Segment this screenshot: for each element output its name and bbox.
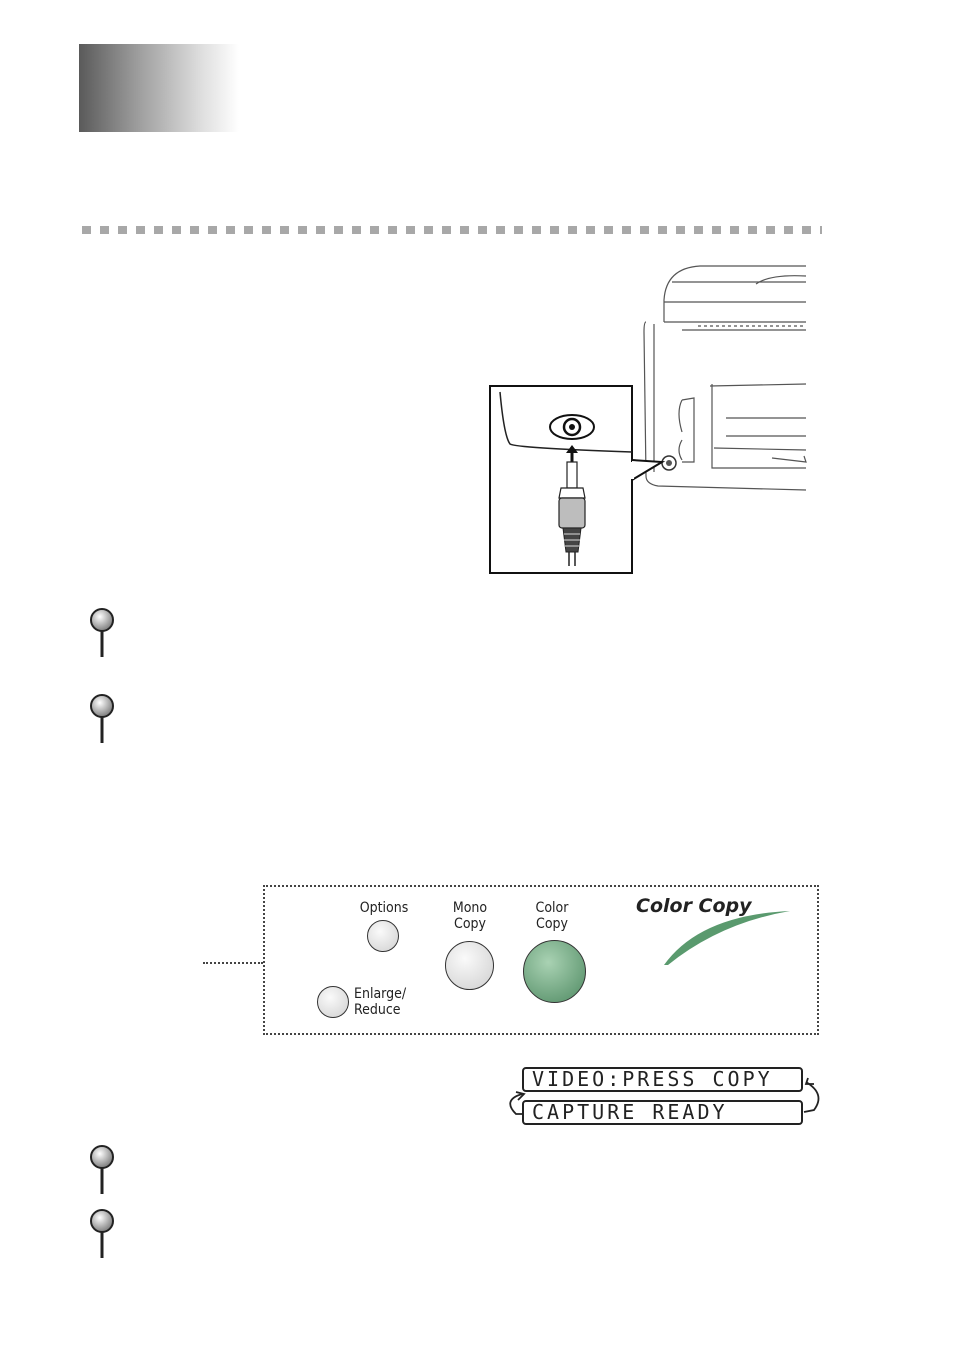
enlarge-reduce-button[interactable] <box>317 986 349 1018</box>
lcd-line-2: CAPTURE READY <box>522 1100 803 1125</box>
color-copy-logo-text: Color Copy <box>636 895 752 917</box>
color-copy-logo-swoosh <box>664 911 790 965</box>
options-button[interactable] <box>367 920 399 952</box>
mono-copy-button[interactable] <box>445 941 494 990</box>
chapter-tab <box>79 44 239 132</box>
note-icon <box>90 608 114 657</box>
note-icon <box>90 694 114 743</box>
rca-plug <box>566 461 578 489</box>
lcd-cycle-arrows <box>509 1077 820 1115</box>
machine-body <box>643 321 807 491</box>
control-panel-diagram <box>263 885 819 1035</box>
mono-copy-label: Mono Copy <box>452 900 488 932</box>
note-icon <box>90 1145 114 1194</box>
callout-box <box>489 385 633 574</box>
color-copy-label: Color Copy <box>535 900 569 932</box>
options-label: Options <box>359 900 409 916</box>
section-divider <box>82 226 822 234</box>
enlarge-reduce-label: Enlarge/ Reduce <box>354 986 407 1018</box>
lcd-line-1: VIDEO:PRESS COPY <box>522 1067 803 1092</box>
panel-leader-line <box>203 962 263 964</box>
machine-lid <box>663 265 806 322</box>
color-copy-button[interactable] <box>523 940 586 1003</box>
note-icon <box>90 1209 114 1258</box>
video-jack-illustration <box>489 265 807 574</box>
insert-arrow <box>566 445 578 453</box>
